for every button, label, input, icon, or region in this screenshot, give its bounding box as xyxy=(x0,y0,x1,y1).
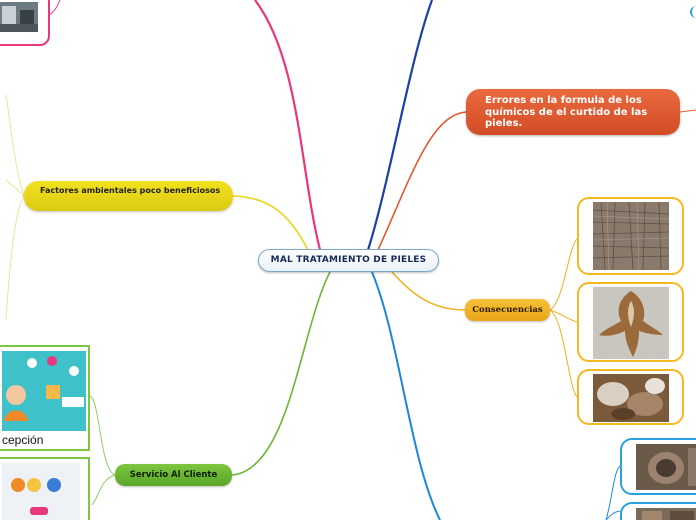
branch-errores[interactable]: Errores en la formula de los químicos de… xyxy=(466,89,680,135)
branch-factores-label: Factores ambientales poco beneficiosos xyxy=(40,186,220,195)
connector-blue-subs xyxy=(606,466,620,520)
branch-servicio-label: Servicio Al Cliente xyxy=(130,470,217,480)
image-node-tannery[interactable] xyxy=(620,438,696,495)
fur-photo xyxy=(593,374,669,422)
image-node-workshop[interactable] xyxy=(0,0,50,46)
branch-servicio-cliente[interactable]: Servicio Al Cliente xyxy=(115,464,232,486)
connector-factores xyxy=(233,196,308,250)
branch-factores[interactable]: Factores ambientales poco beneficiosos xyxy=(24,181,233,211)
branch-errores-label: Errores en la formula de los químicos de… xyxy=(485,95,647,129)
connector-navy xyxy=(368,0,432,250)
image-node-fox-pelt[interactable] xyxy=(577,282,684,362)
image-node-communication[interactable] xyxy=(0,457,90,520)
image-node-leather-texture[interactable] xyxy=(577,197,684,275)
connector-consecuencias xyxy=(392,272,465,310)
customer-service-caption: cepción xyxy=(2,433,43,447)
image-node-fur[interactable] xyxy=(577,369,684,425)
workshop-photo xyxy=(0,2,38,32)
connector-errores-out xyxy=(680,110,696,112)
connector-blue xyxy=(372,272,440,520)
connector-consecuencias-subs xyxy=(550,238,578,398)
connector-servicio xyxy=(232,272,330,475)
connector-errores xyxy=(378,112,466,250)
connector-servicio-subs xyxy=(90,396,115,505)
connector-pink xyxy=(255,0,320,250)
tannery-photo xyxy=(636,444,696,490)
image-node-hides[interactable] xyxy=(620,502,696,520)
offscreen-node-stub xyxy=(690,6,696,18)
customer-service-illustration xyxy=(2,351,86,431)
communication-illustration xyxy=(2,463,80,520)
hides-photo xyxy=(636,508,696,520)
central-topic-label: MAL TRATAMIENTO DE PIELES xyxy=(271,255,427,265)
connector-factores-sub xyxy=(6,95,24,320)
central-topic[interactable]: MAL TRATAMIENTO DE PIELES xyxy=(258,249,439,272)
branch-consecuencias[interactable]: Consecuencias xyxy=(465,299,550,321)
fox-pelt-photo xyxy=(593,287,669,359)
leather-texture-photo xyxy=(593,202,669,270)
image-node-customer-service[interactable]: cepción xyxy=(0,345,90,451)
branch-consecuencias-label: Consecuencias xyxy=(472,305,542,315)
